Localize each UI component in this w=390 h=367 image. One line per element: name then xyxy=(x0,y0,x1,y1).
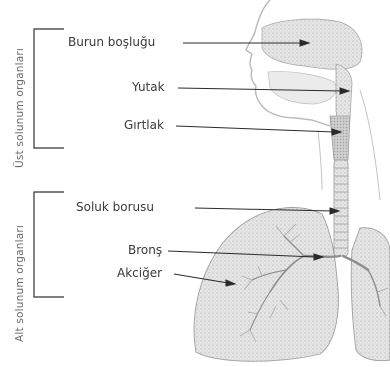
label-nasal-cavity: Burun boşluğu xyxy=(68,35,155,49)
label-larynx: Gırtlak xyxy=(124,118,164,132)
leader-larynx xyxy=(176,126,334,132)
group-label-lower: Alt solunum organları xyxy=(14,225,26,342)
left-lung-shape xyxy=(194,207,338,361)
label-lung: Akciğer xyxy=(117,266,162,280)
label-bronchus: Bronş xyxy=(128,243,162,257)
bracket-lower xyxy=(34,192,64,297)
label-pharynx: Yutak xyxy=(132,80,165,94)
group-label-upper: Üst solunum organları xyxy=(14,48,26,168)
larynx-shape xyxy=(330,116,350,160)
label-trachea: Soluk borusu xyxy=(76,200,154,214)
right-lung-shape xyxy=(351,228,390,361)
mouth-shape xyxy=(268,71,336,104)
nasal-cavity-shape xyxy=(262,19,362,69)
bracket-upper xyxy=(34,29,64,148)
